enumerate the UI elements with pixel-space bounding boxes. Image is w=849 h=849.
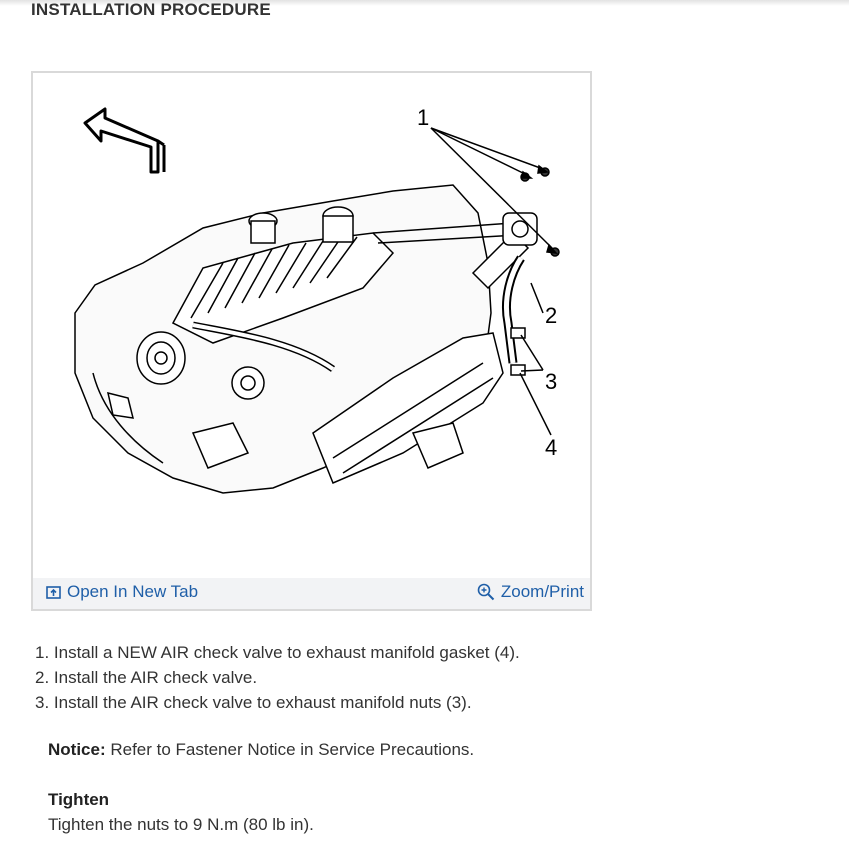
step-item: 2. Install the AIR check valve. bbox=[35, 668, 258, 687]
callout-3: 3 bbox=[545, 369, 557, 394]
figure-container: 1 2 3 4 Open In New Tab Zoom/Print bbox=[31, 71, 592, 611]
engine-illustration bbox=[74, 167, 560, 494]
callout-leaders bbox=[430, 127, 558, 436]
zoom-in-icon bbox=[477, 583, 495, 601]
notice-text: Refer to Fastener Notice in Service Prec… bbox=[105, 740, 475, 759]
tighten-text: Tighten the nuts to 9 N.m (80 lb in). bbox=[48, 815, 314, 834]
open-new-tab-label: Open In New Tab bbox=[67, 582, 199, 601]
direction-arrow-icon bbox=[83, 107, 166, 174]
zoom-print-link[interactable]: Zoom/Print bbox=[477, 582, 584, 602]
notice-paragraph: Notice: Refer to Fastener Notice in Serv… bbox=[48, 740, 474, 760]
notice-label: Notice: bbox=[48, 740, 106, 759]
callout-2: 2 bbox=[545, 303, 557, 328]
engine-diagram: 1 2 3 4 bbox=[74, 105, 560, 494]
zoom-print-label: Zoom/Print bbox=[500, 582, 584, 601]
callout-4: 4 bbox=[545, 435, 557, 460]
figure-toolbar: Open In New Tab Zoom/Print bbox=[33, 578, 590, 609]
header-shadow bbox=[0, 0, 849, 6]
open-new-tab-link[interactable]: Open In New Tab bbox=[46, 582, 198, 602]
callout-1: 1 bbox=[417, 105, 429, 130]
step-item: 1. Install a NEW AIR check valve to exha… bbox=[35, 643, 520, 662]
section-title: INSTALLATION PROCEDURE bbox=[31, 0, 271, 19]
step-item: 3. Install the AIR check valve to exhaus… bbox=[35, 693, 472, 712]
open-new-tab-icon bbox=[46, 585, 61, 599]
tighten-title: Tighten bbox=[48, 790, 110, 809]
procedure-steps: 1. Install a NEW AIR check valve to exha… bbox=[35, 640, 520, 715]
